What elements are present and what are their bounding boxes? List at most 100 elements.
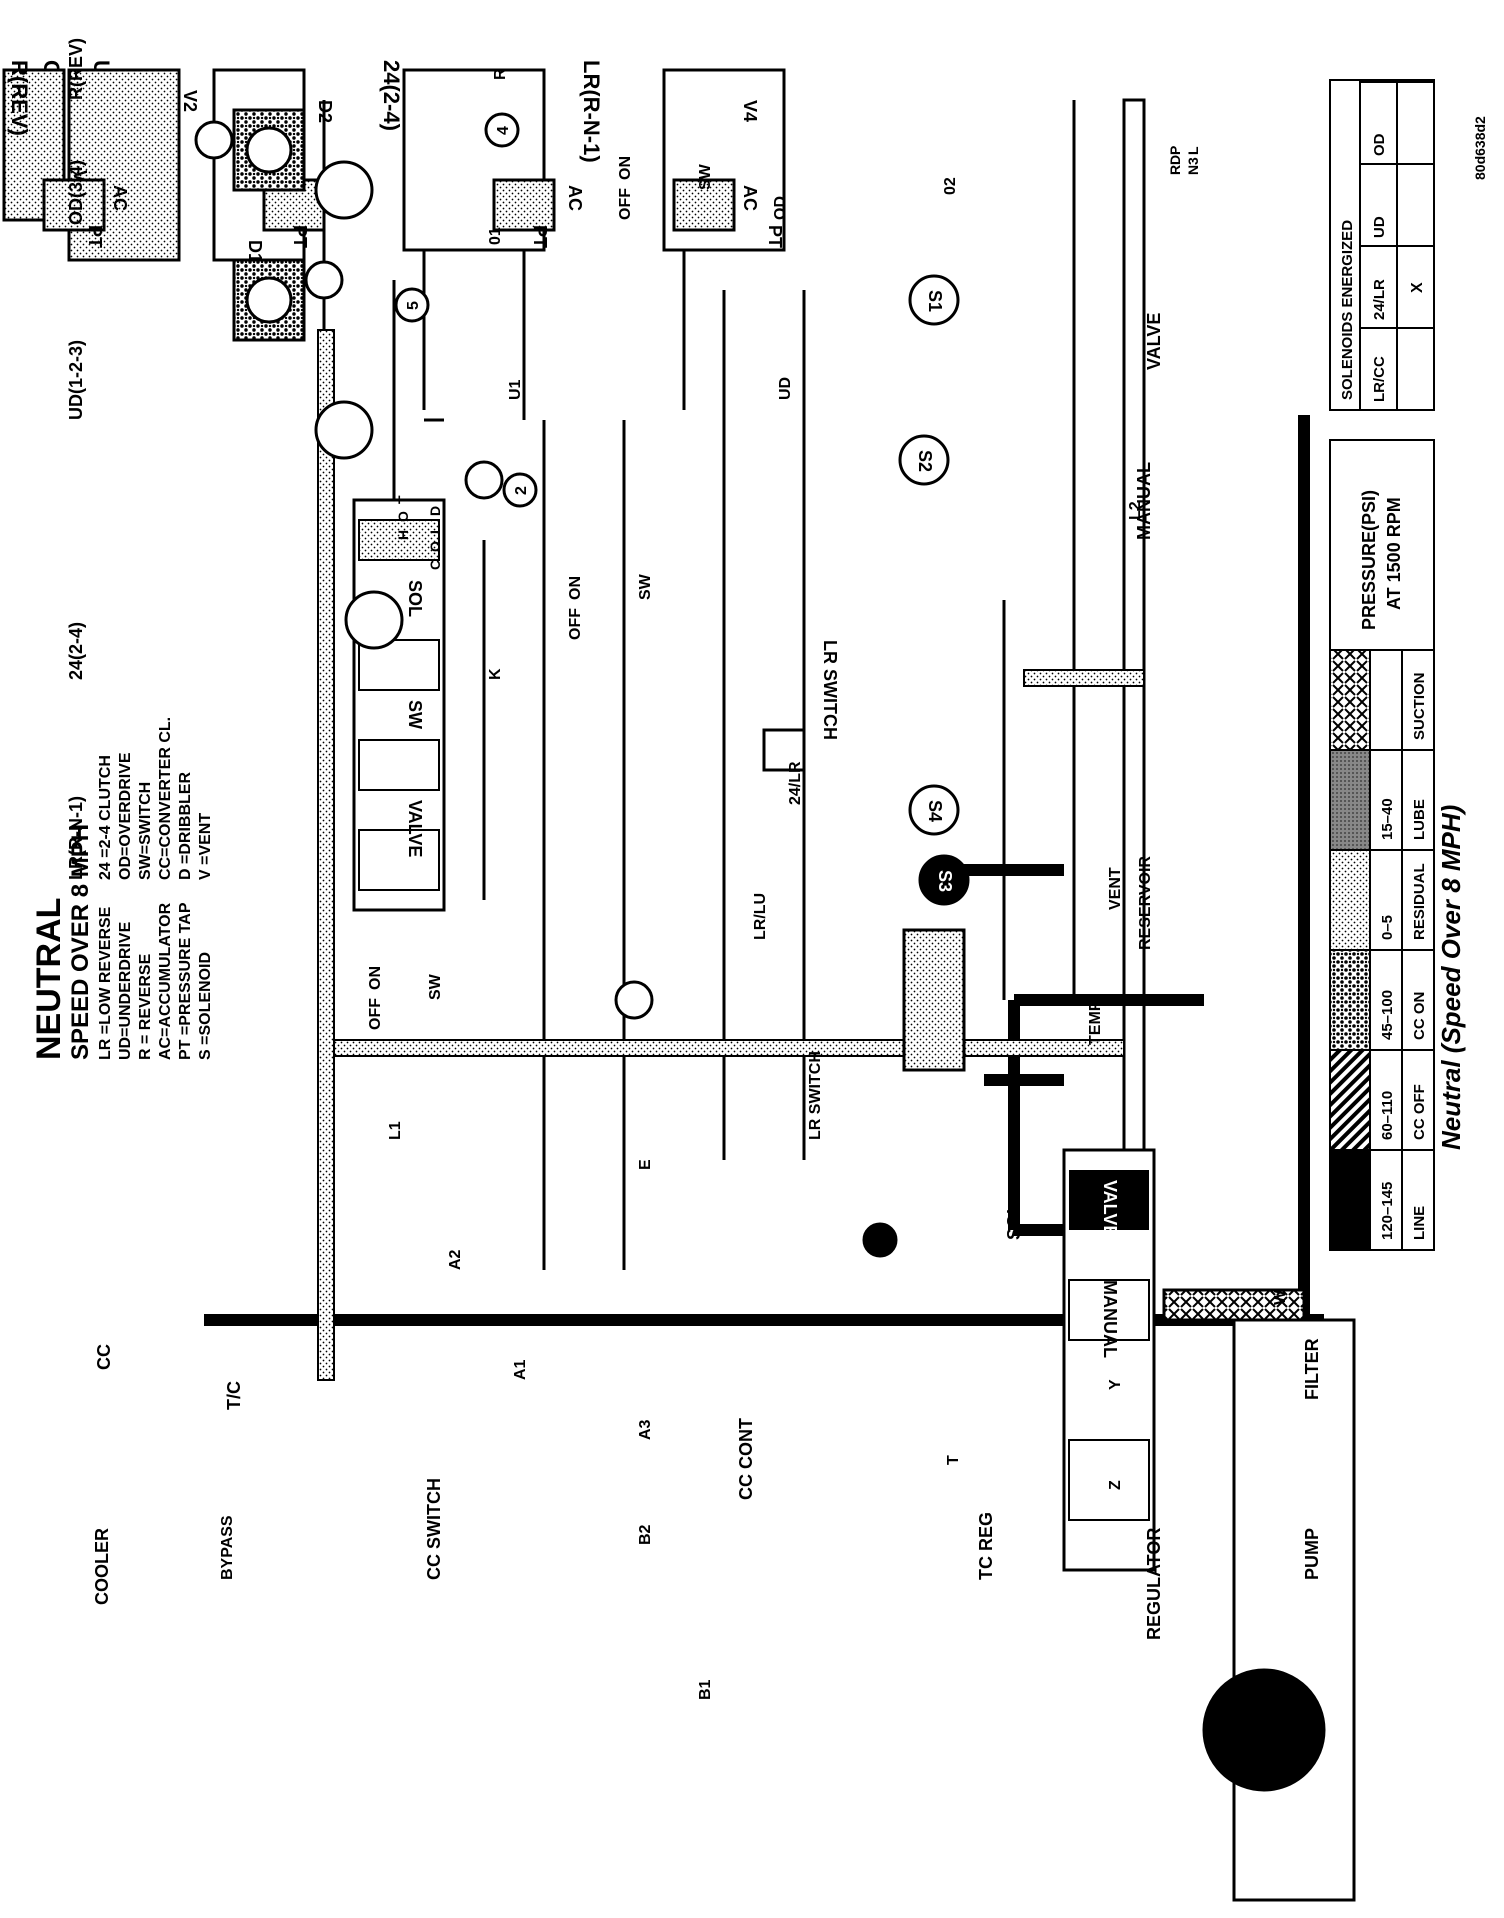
svg-text:S1: S1 [925,290,945,312]
cold-letter: L [427,525,443,534]
svg-text:PT: PT [85,225,105,248]
tc-reg-label: TC REG [976,1512,996,1580]
check-ball-number: 4 [495,126,512,135]
legend-right-item: D =DRIBBLER [177,772,194,880]
legend-left-item: UD=UNDERDRIVE [117,921,134,1060]
filter-label: FILTER [1302,1338,1322,1400]
pressure-range-cell [1369,849,1403,951]
pressure-name-cell [1401,749,1435,851]
cold-letter: O [427,541,443,552]
hot-letter: T [395,495,411,504]
valve-label: VALVE [1144,313,1164,370]
svg-text:D2: D2 [315,100,335,123]
cc-cont-label: CC CONT [736,1418,756,1500]
switch-sw-label-3: SW [697,163,714,190]
control-circuits [322,98,1146,1270]
circuit-t: T [945,1455,962,1465]
pressure-range-cell [1369,649,1403,751]
svg-text:VALVE: VALVE [405,800,425,857]
lr-switch: LR SWITCH [762,640,840,772]
solenoids [898,274,970,906]
pressure-swatch [1329,1149,1371,1251]
pressure-name-cell [1401,1149,1435,1251]
solenoid-value-cell [1396,163,1435,247]
check-ball-5 [394,287,430,323]
legend-right-item: OD=OVERDRIVE [117,752,134,880]
circuit-a3: A3 [637,1419,654,1440]
legend-right-item: CC=CONVERTER CL. [157,717,174,880]
pressure-swatch [1329,749,1371,851]
gear-D: D [1167,155,1183,165]
circuit-o1: 01 [487,227,504,245]
subtitle-text: SPEED OVER 8 MPH [67,824,94,1060]
solenoid-header: OD [1371,133,1388,156]
svg-text:S2: S2 [915,450,935,472]
check-ball-2 [502,472,538,508]
tc-label: T/C [224,1381,244,1410]
pressure-range: 45–100 [1379,990,1396,1040]
solenoid-value-cell [1396,327,1435,411]
gear-3: 3 [1185,157,1201,165]
legend-left-item: PT =PRESSURE TAP [177,902,194,1060]
pressure-range: 0–5 [1379,915,1396,940]
cc-switch-label: CC SWITCH [424,1478,444,1580]
switch-sw-label: SW [427,973,444,1000]
svg-text:SOL: SOL [405,580,425,617]
svg-text:AC: AC [110,185,130,211]
hot-letter: H [395,530,411,540]
pressure-name: SUCTION [1411,673,1428,741]
legend-left-item: LR =LOW REVERSE [97,906,114,1060]
circuit-b1: B1 [697,1679,714,1700]
check-ball-number: 5 [405,301,422,310]
reservoir-label: RESERVOIR [1137,856,1154,950]
circuit-e: E [637,1159,654,1170]
pressure-range: 15–40 [1379,798,1396,840]
clutch-lr: LR(R-N-1) V4 [579,60,786,252]
svg-text:AC: AC [565,185,585,211]
pressure-title-1: PRESSURE(PSI) [1359,490,1379,630]
solenoid-header: UD [1371,216,1388,238]
circuit-k: K [487,668,504,680]
od-solenoid-label: OD [772,196,789,220]
gear-N: N [1185,165,1201,175]
pressure-name: CC ON [1411,992,1428,1040]
title-text: NEUTRAL [30,898,68,1060]
circuit-l2: L2 [1127,501,1144,520]
legend-left-item: R = REVERSE [137,953,154,1060]
cold-letter: D [427,506,443,516]
vent-label: VENT [1107,867,1124,910]
legend-right-item: SW=SWITCH [137,782,154,880]
check-ball-4 [484,112,520,148]
cc-label: CC [94,1344,114,1370]
clutch-ud-label: UD(1-2-3) [66,340,86,420]
svg-text:LR SWITCH: LR SWITCH [820,640,840,740]
pressure-name: LINE [1411,1206,1428,1240]
legend-left-item: AC=ACCUMULATOR [157,902,174,1060]
clutch-lr-label: LR(R-N-1) [66,796,86,880]
accumulators [42,178,736,232]
switch-on-label: ON [367,966,384,990]
pressure-table-svg [1329,439,1435,1251]
ud-solenoid-label: UD [777,377,794,400]
manual-label: MANUAL [1134,462,1154,540]
circuit-z: Z [1107,1480,1124,1490]
check-ball-3 [862,1222,898,1258]
circuit-a2: A2 [447,1249,464,1270]
pressure-table [1300,460,1504,1380]
temp-label: TEMP [1087,1000,1104,1045]
circuit-o2: 02 [942,177,959,195]
hot-letter: O [395,511,411,522]
svg-text:24(2-4): 24(2-4) [379,60,404,131]
check-balls [194,120,654,1020]
circuit-a1: A1 [512,1359,529,1380]
pump-label: PUMP [1302,1528,1322,1580]
svg-text:S3: S3 [935,870,955,892]
lr-lu-label: LR/LU [752,893,769,940]
gear-R: R [1167,165,1183,175]
pressure-name: RESIDUAL [1411,863,1428,940]
circuit-y: Y [1107,1379,1124,1390]
svg-text:V4: V4 [740,100,760,122]
pressure-swatch [1329,849,1371,951]
